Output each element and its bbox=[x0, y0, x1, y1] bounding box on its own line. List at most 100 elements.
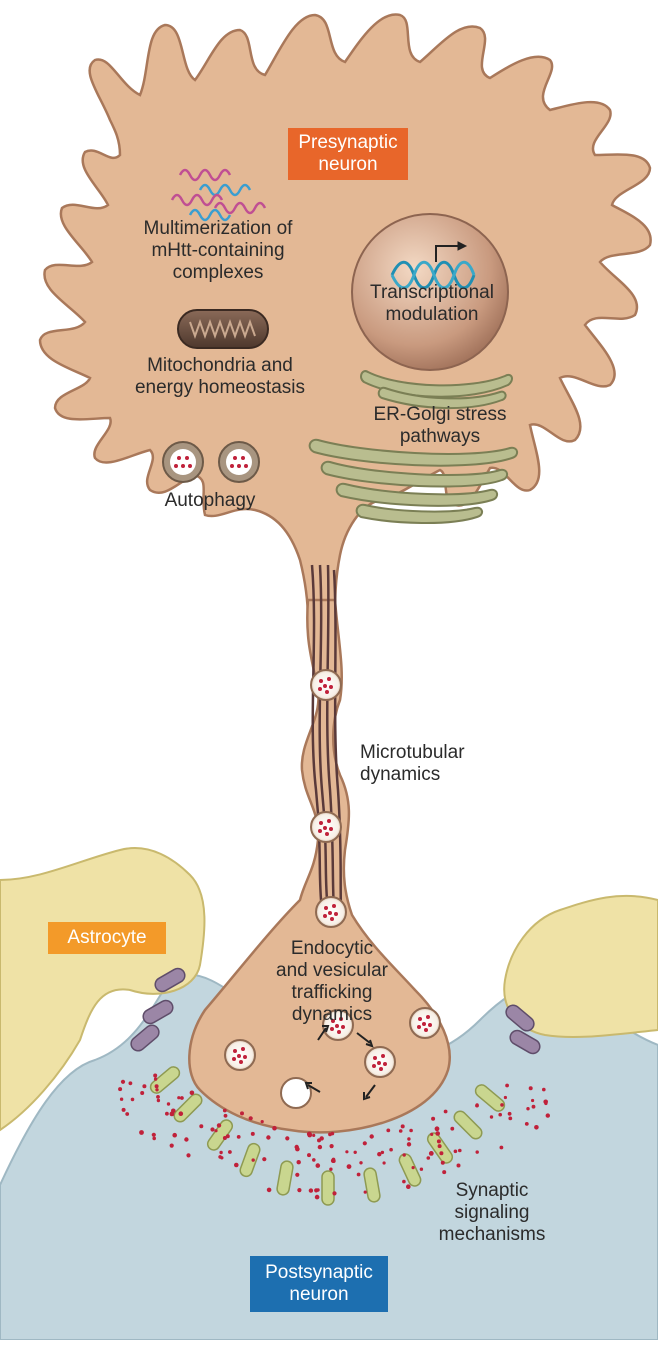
neurotransmitter-dot bbox=[526, 1107, 529, 1110]
receptor-icon bbox=[322, 1171, 334, 1205]
neurotransmitter-dot bbox=[153, 1074, 157, 1078]
neurotransmitter-dot bbox=[312, 1158, 316, 1162]
neurotransmitter-dot bbox=[262, 1157, 266, 1161]
neurotransmitter-dot bbox=[389, 1148, 393, 1152]
neurotransmitter-dot bbox=[217, 1123, 221, 1127]
neurotransmitter-dot bbox=[500, 1146, 504, 1150]
neurotransmitter-dot bbox=[437, 1139, 441, 1143]
neurotransmitter-dot bbox=[457, 1164, 461, 1168]
neurotransmitter-dot bbox=[224, 1114, 228, 1118]
neurotransmitter-dot bbox=[157, 1099, 160, 1102]
mitochondria-label: Mitochondria and energy homeostasis bbox=[100, 355, 340, 399]
neurotransmitter-dot bbox=[261, 1120, 264, 1123]
neurotransmitter-dot bbox=[155, 1088, 158, 1091]
neurotransmitter-dot bbox=[431, 1117, 435, 1121]
neurotransmitter-dot bbox=[401, 1124, 405, 1128]
neurotransmitter-dot bbox=[129, 1081, 133, 1085]
neurotransmitter-dot bbox=[317, 1138, 321, 1142]
neurotransmitter-dot bbox=[223, 1109, 227, 1113]
neurotransmitter-dot bbox=[118, 1087, 122, 1091]
neurotransmitter-dot bbox=[228, 1150, 232, 1154]
neurotransmitter-dot bbox=[318, 1145, 322, 1149]
presynaptic-neuron-soma bbox=[40, 14, 651, 620]
neurotransmitter-dot bbox=[121, 1080, 125, 1084]
microtubular-label: Microtubular dynamics bbox=[360, 742, 470, 786]
vesicle-icon bbox=[316, 897, 346, 927]
neurotransmitter-dot bbox=[172, 1133, 177, 1138]
neurotransmitter-dot bbox=[177, 1096, 180, 1099]
neurotransmitter-dot bbox=[332, 1159, 336, 1163]
neurotransmitter-dot bbox=[297, 1160, 301, 1164]
neurotransmitter-dot bbox=[354, 1151, 357, 1154]
neurotransmitter-dot bbox=[184, 1137, 188, 1141]
neurotransmitter-dot bbox=[219, 1151, 222, 1154]
neurotransmitter-dot bbox=[508, 1117, 512, 1121]
astrocyte-label: Astrocyte bbox=[48, 922, 166, 954]
vesicle-icon bbox=[311, 812, 341, 842]
neurotransmitter-dot bbox=[266, 1135, 270, 1139]
neurotransmitter-dot bbox=[297, 1188, 301, 1192]
neurotransmitter-dot bbox=[525, 1122, 529, 1126]
er-golgi-label: ER-Golgi stress pathways bbox=[355, 404, 525, 448]
neurotransmitter-dot bbox=[152, 1137, 156, 1141]
neurotransmitter-dot bbox=[420, 1168, 423, 1171]
neurotransmitter-dot bbox=[429, 1151, 434, 1156]
neurotransmitter-dot bbox=[140, 1091, 144, 1095]
postsynaptic-neuron-label: Postsynaptic neuron bbox=[250, 1256, 388, 1312]
neurotransmitter-dot bbox=[442, 1170, 446, 1174]
neurotransmitter-dot bbox=[441, 1161, 445, 1165]
neurotransmitter-dot bbox=[531, 1099, 534, 1102]
neurotransmitter-dot bbox=[407, 1142, 411, 1146]
neurotransmitter-dot bbox=[180, 1096, 184, 1100]
neurotransmitter-dot bbox=[154, 1077, 157, 1080]
neurotransmitter-dot bbox=[532, 1105, 536, 1109]
neurotransmitter-dot bbox=[439, 1151, 443, 1155]
neurotransmitter-dot bbox=[120, 1098, 123, 1101]
neurotransmitter-dot bbox=[295, 1147, 300, 1152]
neurotransmitter-dot bbox=[309, 1188, 313, 1192]
neurotransmitter-dot bbox=[430, 1133, 433, 1136]
neurotransmitter-dot bbox=[249, 1116, 253, 1120]
neurotransmitter-dot bbox=[332, 1191, 336, 1195]
transcriptional-label: Transcriptional modulation bbox=[362, 282, 502, 326]
neurotransmitter-dot bbox=[546, 1113, 550, 1117]
neurotransmitter-dot bbox=[156, 1095, 160, 1099]
neurotransmitter-dot bbox=[167, 1102, 170, 1105]
neurotransmitter-dot bbox=[458, 1149, 462, 1153]
neurotransmitter-dot bbox=[476, 1150, 479, 1153]
postsynaptic-label-line1: Postsynaptic bbox=[265, 1262, 373, 1284]
neurotransmitter-dot bbox=[131, 1098, 135, 1102]
neurotransmitter-dot bbox=[186, 1153, 190, 1157]
neurotransmitter-dot bbox=[534, 1125, 539, 1130]
neurotransmitter-dot bbox=[295, 1173, 299, 1177]
neurotransmitter-dot bbox=[407, 1137, 410, 1140]
neurotransmitter-dot bbox=[165, 1112, 169, 1116]
neurotransmitter-dot bbox=[412, 1166, 415, 1169]
neurotransmitter-dot bbox=[435, 1126, 440, 1131]
neurotransmitter-dot bbox=[544, 1102, 547, 1105]
neurotransmitter-dot bbox=[438, 1144, 442, 1148]
neurotransmitter-dot bbox=[307, 1153, 311, 1157]
neurotransmitter-dot bbox=[122, 1108, 126, 1112]
neurotransmitter-dot bbox=[500, 1103, 504, 1107]
neurotransmitter-dot bbox=[252, 1158, 255, 1161]
neurotransmitter-dot bbox=[155, 1084, 159, 1088]
neurotransmitter-dot bbox=[218, 1155, 222, 1159]
neurotransmitter-dot bbox=[142, 1084, 146, 1088]
neurotransmitter-dot bbox=[403, 1153, 406, 1156]
vesicle-icon bbox=[365, 1047, 395, 1077]
neurotransmitter-dot bbox=[444, 1110, 448, 1114]
neurotransmitter-dot bbox=[329, 1168, 332, 1171]
neurotransmitter-dot bbox=[363, 1141, 367, 1145]
neurotransmitter-dot bbox=[237, 1135, 241, 1139]
neurotransmitter-dot bbox=[409, 1129, 413, 1133]
neurotransmitter-dot bbox=[383, 1161, 386, 1164]
neurotransmitter-dot bbox=[542, 1088, 546, 1092]
neurotransmitter-dot bbox=[272, 1126, 277, 1131]
neurotransmitter-dot bbox=[406, 1184, 411, 1189]
neurotransmitter-dot bbox=[450, 1127, 454, 1131]
neurotransmitter-dot bbox=[315, 1195, 320, 1200]
neurotransmitter-dot bbox=[504, 1096, 507, 1099]
vesicle-icon bbox=[311, 670, 341, 700]
